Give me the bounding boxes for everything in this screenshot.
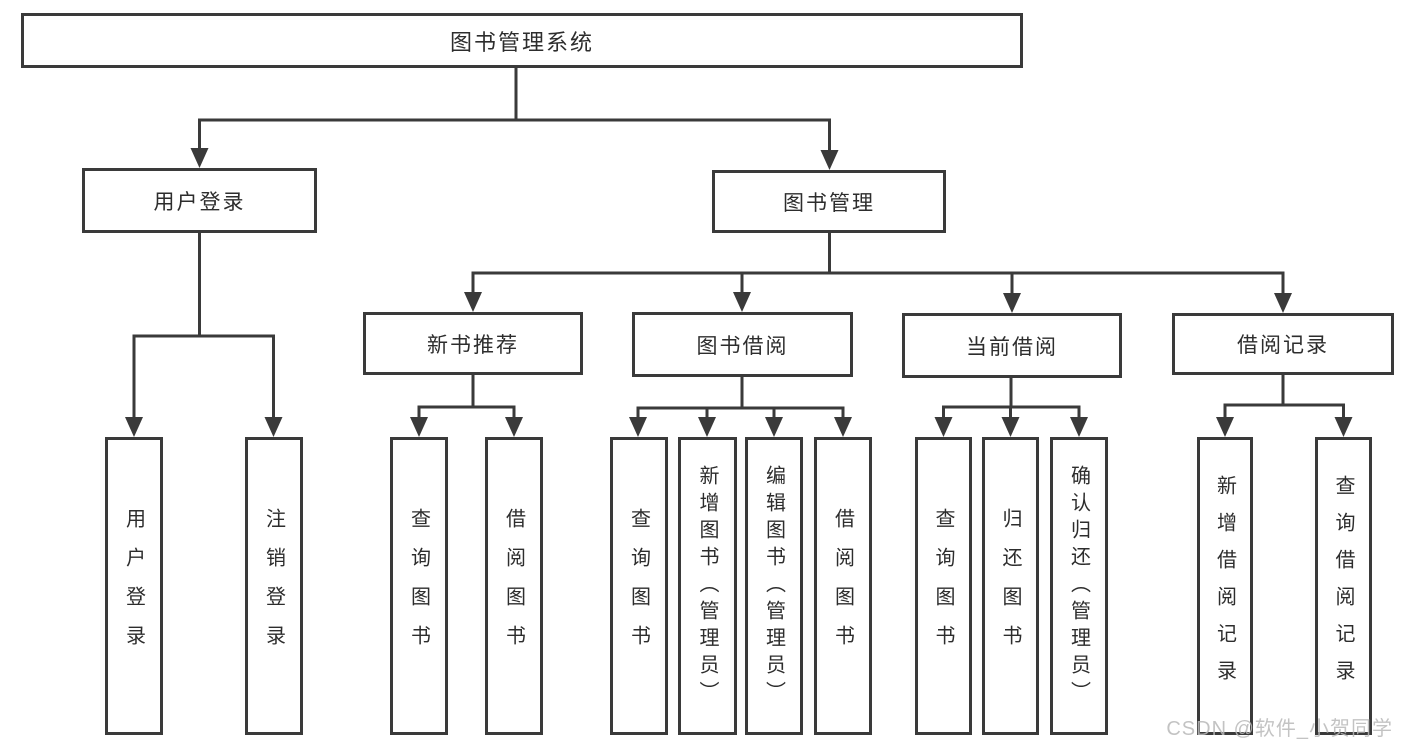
- leaf-add-borrow-record: 新增借阅记录: [1197, 437, 1253, 735]
- node-new-book-recommend: 新书推荐: [363, 312, 583, 375]
- leaf-borrow-books-borrow: 借阅图书: [814, 437, 872, 735]
- leaf-borrow-books-newbooks: 借阅图书: [485, 437, 543, 735]
- leaf-logout: 注销登录: [245, 437, 303, 735]
- leaf-query-books-borrow: 查询图书: [610, 437, 668, 735]
- leaf-query-borrow-record: 查询借阅记录: [1315, 437, 1372, 735]
- leaf-confirm-return-admin: 确认归还（管理员）: [1050, 437, 1108, 735]
- leaf-query-books-current: 查询图书: [915, 437, 972, 735]
- node-borrow-records: 借阅记录: [1172, 313, 1394, 375]
- node-user-login: 用户登录: [82, 168, 317, 233]
- csdn-watermark: CSDN @软件_小贺同学: [1166, 718, 1393, 740]
- leaf-add-books-admin: 新增图书（管理员）: [678, 437, 737, 735]
- node-root-library-system: 图书管理系统: [21, 13, 1023, 68]
- node-book-borrow: 图书借阅: [632, 312, 853, 377]
- node-current-borrow: 当前借阅: [902, 313, 1122, 378]
- leaf-user-login: 用户登录: [105, 437, 163, 735]
- leaf-edit-books-admin: 编辑图书（管理员）: [745, 437, 803, 735]
- leaf-query-books-newbooks: 查询图书: [390, 437, 448, 735]
- leaf-return-books: 归还图书: [982, 437, 1039, 735]
- node-book-management: 图书管理: [712, 170, 946, 233]
